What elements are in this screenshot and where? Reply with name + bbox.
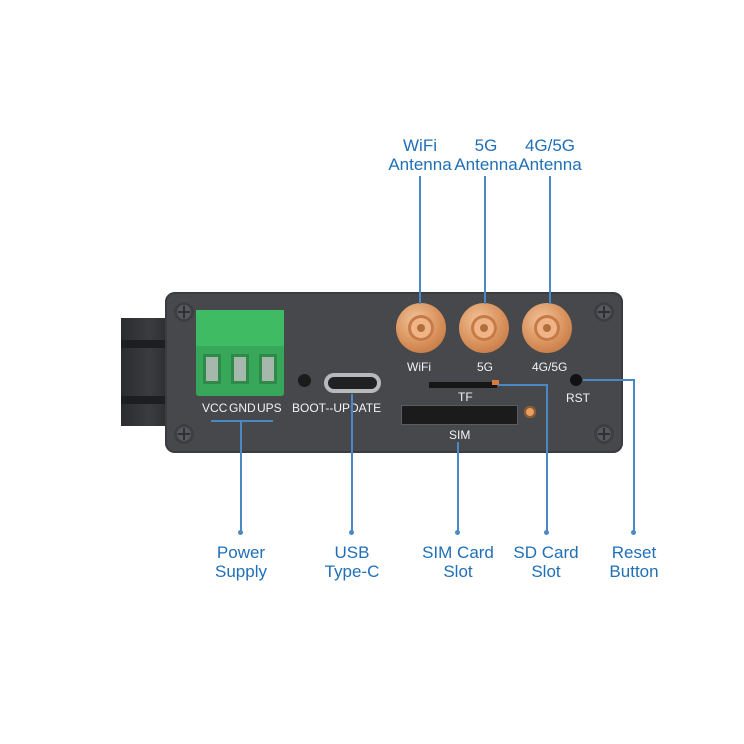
screw-icon [174, 302, 194, 322]
reset-leader [633, 379, 635, 532]
wifi-antenna-leader [419, 176, 421, 304]
callout-line: Reset [611, 543, 657, 562]
callout-line: Antenna [388, 155, 452, 174]
callout-line: WiFi [403, 136, 437, 155]
rst-label: RST [566, 391, 590, 405]
reset-leader-dot [631, 530, 636, 535]
callout-line: Slot [443, 562, 473, 581]
side-connector-block [121, 318, 169, 426]
4g5g-antenna-callout: 4G/5G Antenna [494, 136, 606, 174]
callout-line: Antenna [518, 155, 582, 174]
callout-line: Type-C [324, 562, 380, 581]
callout-line: Button [609, 562, 659, 581]
callout-line: USB [334, 543, 370, 562]
sma-connector-icon [522, 303, 572, 353]
wifi-port-label: WiFi [407, 360, 431, 374]
wifi-antenna-callout: WiFi Antenna [364, 136, 476, 174]
side-block-groove [121, 340, 169, 348]
callout-line: SD Card [513, 543, 579, 562]
callout-line: SIM Card [422, 543, 494, 562]
tf-slot-marker [492, 380, 499, 385]
screw-icon [174, 424, 194, 444]
power-supply-leader [240, 420, 242, 532]
sma-connector-icon [396, 303, 446, 353]
status-led [524, 406, 536, 418]
4g5g-antenna-leader [549, 176, 551, 304]
terminal-hole-vcc [203, 354, 221, 384]
5g-antenna-callout: 5G Antenna [430, 136, 542, 174]
sim-card-slot [401, 405, 518, 425]
vcc-label: VCC [202, 401, 228, 415]
power-supply-callout: Power Supply [186, 543, 296, 581]
usb-c-port-icon [324, 373, 381, 393]
sd-card-leader [546, 384, 548, 532]
sim-card-slot-callout: SIM Card Slot [403, 543, 513, 581]
reset-button[interactable] [570, 374, 582, 386]
reset-button-callout: Reset Button [584, 543, 684, 581]
sim-card-leader-dot [455, 530, 460, 535]
4g5g-port-label: 4G/5G [532, 360, 568, 374]
callout-line: Supply [215, 562, 267, 581]
tf-card-slot [429, 382, 497, 388]
callout-line: 5G [474, 136, 498, 155]
callout-line: 4G/5G [524, 136, 576, 155]
power-bracket [211, 420, 273, 422]
tf-label: TF [458, 390, 473, 404]
terminal-hole-gnd [231, 354, 249, 384]
sma-connector-icon [459, 303, 509, 353]
boot-update-label: BOOT--UPDATE [292, 401, 382, 415]
terminal-block-top [196, 310, 284, 346]
sim-card-leader [457, 442, 459, 532]
reset-leader-horizontal [583, 379, 635, 381]
sd-card-slot-callout: SD Card Slot [491, 543, 601, 581]
5g-antenna-leader [484, 176, 486, 304]
gnd-label: GND [229, 401, 256, 415]
callout-line: Antenna [454, 155, 518, 174]
sd-card-leader-dot [544, 530, 549, 535]
usb-typec-callout: USB Type-C [297, 543, 407, 581]
screw-icon [594, 302, 614, 322]
terminal-block-icon [196, 310, 284, 396]
ups-label: UPS [257, 401, 282, 415]
screw-icon [594, 424, 614, 444]
sim-label: SIM [449, 428, 471, 442]
side-block-groove [121, 396, 169, 404]
callout-line: Power [216, 543, 266, 562]
power-supply-leader-dot [238, 530, 243, 535]
callout-line: Slot [531, 562, 561, 581]
5g-port-label: 5G [477, 360, 494, 374]
sd-card-leader-horizontal [498, 384, 547, 386]
usb-typec-leader [351, 394, 353, 532]
terminal-hole-ups [259, 354, 277, 384]
usb-typec-leader-dot [349, 530, 354, 535]
boot-button[interactable] [298, 374, 311, 387]
